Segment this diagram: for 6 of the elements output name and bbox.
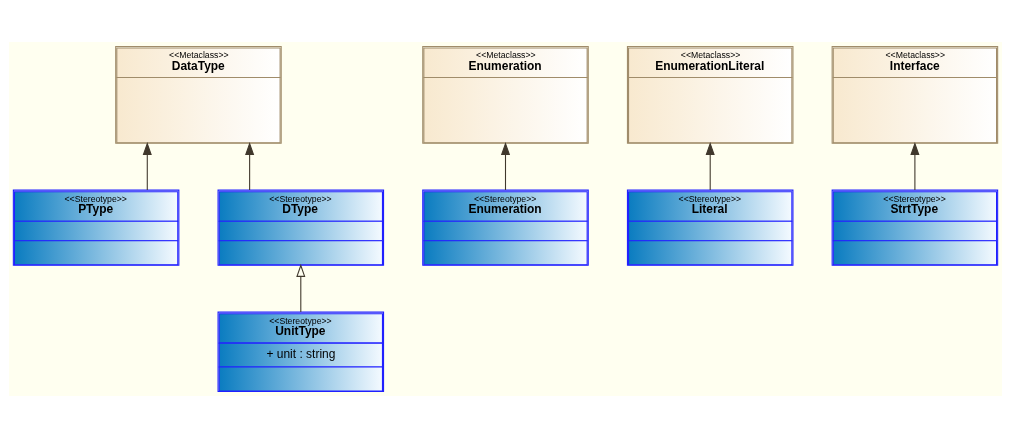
arrow [705, 141, 715, 191]
arrow [909, 141, 919, 191]
arrow [295, 263, 305, 312]
arrow [244, 141, 254, 191]
arrow [500, 141, 510, 191]
arrow [142, 141, 152, 191]
